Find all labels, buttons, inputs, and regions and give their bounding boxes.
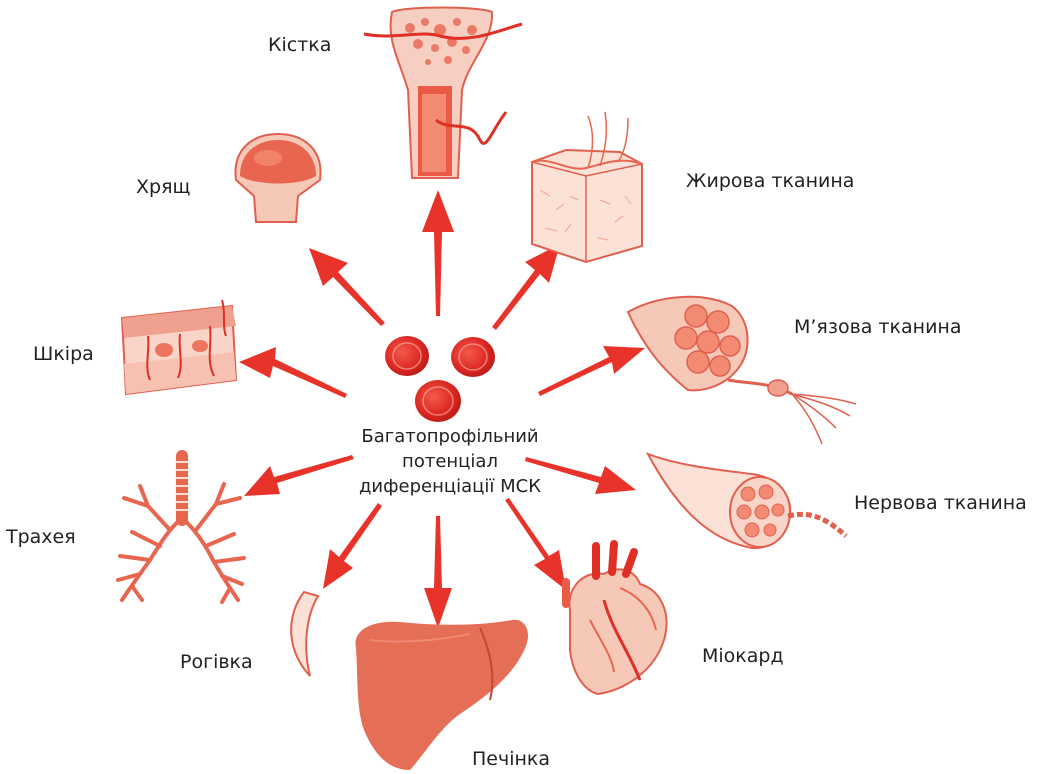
center-caption-line-1: Багатопрофільний <box>330 424 570 449</box>
cartilage-illustration <box>235 134 320 222</box>
label-bone: Кістка <box>268 34 331 56</box>
label-cartilage: Хрящ <box>136 176 190 198</box>
stem-cell-bottom <box>415 380 461 422</box>
label-muscle: М’язова тканина <box>794 316 962 338</box>
center-caption-line-3: диференціації МСК <box>330 474 570 499</box>
label-cornea: Рогівка <box>180 651 253 673</box>
label-myocardium: Міокард <box>702 645 784 667</box>
arrow-to-myocardium <box>505 498 566 590</box>
label-adipose: Жирова тканина <box>686 170 854 192</box>
label-trachea: Трахея <box>6 526 76 548</box>
skin-illustration <box>122 300 236 394</box>
arrow-to-adipose <box>492 244 560 330</box>
arrow-to-cornea <box>323 503 382 589</box>
arrow-to-liver <box>424 516 452 628</box>
stem-cell-right <box>451 337 495 377</box>
arrow-to-cartilage <box>309 248 385 326</box>
label-skin: Шкіра <box>33 343 94 365</box>
label-nerve: Нервова тканина <box>854 492 1027 514</box>
arrow-to-skin <box>239 347 347 398</box>
center-caption: Багатопрофільний потенціал диференціації… <box>330 424 570 499</box>
adipose-illustration <box>532 112 642 262</box>
stem-cells <box>385 336 495 422</box>
nerve-illustration <box>648 454 846 548</box>
arrow-to-bone <box>422 190 454 316</box>
stem-cell-left <box>385 336 429 376</box>
label-liver: Печінка <box>472 748 550 770</box>
trachea-illustration <box>118 456 244 602</box>
center-caption-line-2: потенціал <box>330 449 570 474</box>
cornea-illustration <box>291 592 318 676</box>
arrow-to-muscle <box>538 346 645 396</box>
bone-illustration <box>364 8 522 179</box>
myocardium-illustration <box>566 544 667 694</box>
